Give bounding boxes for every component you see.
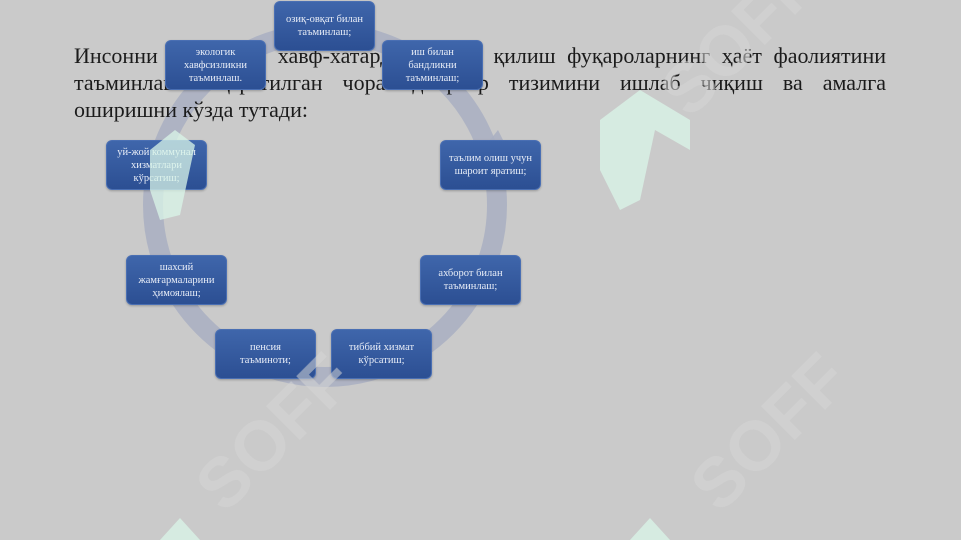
node-ecology-label: экологик хавфсизликни таъминлаш. — [183, 46, 248, 84]
node-savings: шахсий жамғармаларини ҳимоялаш; — [126, 255, 227, 305]
node-savings-label: шахсий жамғармаларини ҳимоялаш; — [138, 261, 215, 299]
node-housing-label: уй-жой коммунал хизматлари кўрсатиш; — [117, 146, 196, 184]
node-employment-label: иш билан бандликни таъминлаш; — [405, 46, 460, 84]
node-housing: уй-жой коммунал хизматлари кўрсатиш; — [106, 140, 207, 190]
node-medical: тиббий хизмат кўрсатиш; — [331, 329, 432, 379]
node-employment: иш билан бандликни таъминлаш; — [382, 40, 483, 90]
node-pension-label: пенсия таъминоти; — [240, 342, 291, 366]
node-medical-label: тиббий хизмат кўрсатиш; — [348, 342, 415, 366]
node-food-label: озиқ-овқат билан таъминлаш; — [285, 14, 363, 38]
node-education-label: таълим олиш учун шароит яратиш; — [448, 153, 532, 177]
node-pension: пенсия таъминоти; — [215, 329, 316, 379]
node-information: ахборот билан таъминлаш; — [420, 255, 521, 305]
node-ecology: экологик хавфсизликни таъминлаш. — [165, 40, 266, 90]
node-education: таълим олиш учун шароит яратиш; — [440, 140, 541, 190]
node-food: озиқ-овқат билан таъминлаш; — [274, 1, 375, 51]
node-information-label: ахборот билан таъминлаш; — [438, 268, 503, 292]
